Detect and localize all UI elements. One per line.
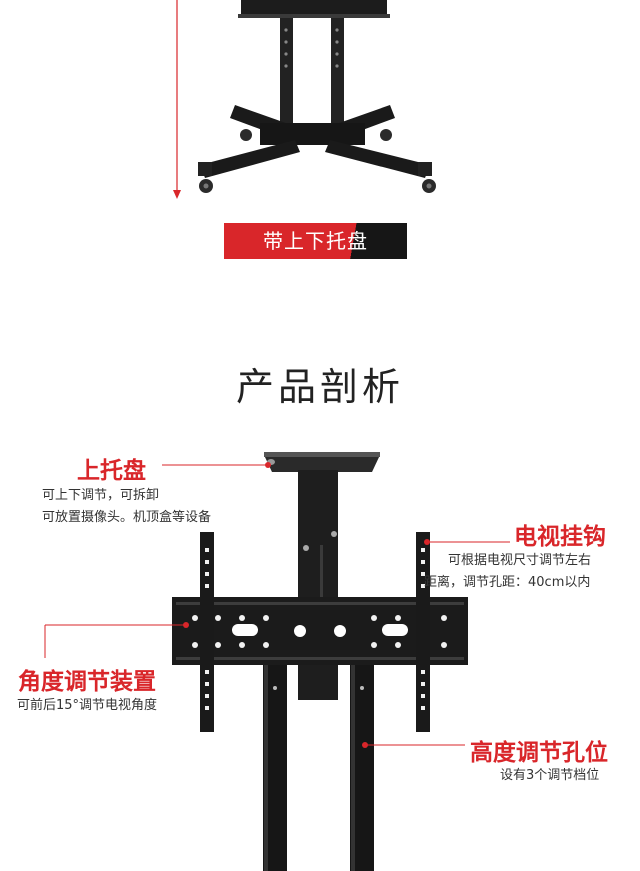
mount-detail-image bbox=[44, 452, 510, 871]
callout-angle-title: 角度调节装置 bbox=[18, 669, 156, 695]
tray-badge: 带上下托盘 bbox=[224, 223, 407, 259]
callout-top-tray-line-1: 可上下调节，可拆卸 bbox=[42, 488, 160, 503]
callout-top-tray-title: 上托盘 bbox=[77, 458, 146, 484]
callout-angle-line-1: 可前后15°调节电视角度 bbox=[17, 698, 158, 713]
callout-height-line-1: 设有3个调节档位 bbox=[500, 768, 600, 783]
callout-tv-hook-title: 电视挂钩 bbox=[514, 524, 606, 550]
callout-height-title: 高度调节孔位 bbox=[470, 740, 608, 766]
section-title: 产品剖析 bbox=[235, 365, 404, 409]
callout-top-tray-line-2: 可放置摄像头。机顶盒等设备 bbox=[42, 510, 212, 525]
callout-tv-hook-line-1: 可根据电视尺寸调节左右 bbox=[448, 553, 592, 568]
callout-tv-hook-line-2: 距离，调节孔距：40cm以内 bbox=[424, 575, 591, 590]
stand-top-image bbox=[173, 0, 436, 199]
